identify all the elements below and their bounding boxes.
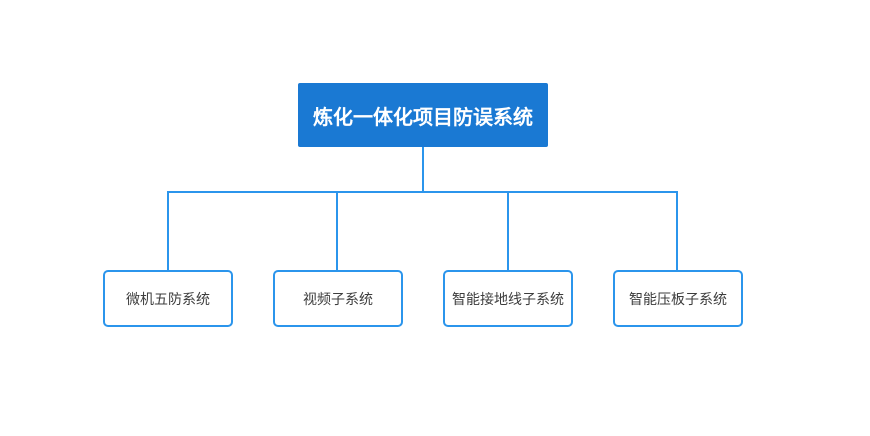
tree-node-label: 智能压板子系统 [629, 290, 727, 307]
tree-node-wjwf-system[interactable]: 微机五防系统 [103, 270, 233, 327]
tree-node-label: 智能接地线子系统 [452, 290, 564, 307]
connector-bus-line [167, 191, 678, 193]
connector-drop-child-4 [676, 192, 678, 270]
tree-node-label: 视频子系统 [303, 290, 373, 307]
tree-node-pressplate-subsystem[interactable]: 智能压板子系统 [613, 270, 743, 327]
tree-node-root-label: 炼化一体化项目防误系统 [313, 106, 533, 129]
tree-node-root[interactable]: 炼化一体化项目防误系统 [298, 83, 548, 147]
tree-node-grounding-subsystem[interactable]: 智能接地线子系统 [443, 270, 573, 327]
connector-drop-child-3 [507, 192, 509, 270]
tree-node-label: 微机五防系统 [126, 290, 210, 307]
connector-drop-child-1 [167, 192, 169, 270]
connector-drop-child-2 [336, 192, 338, 270]
tree-node-video-subsystem[interactable]: 视频子系统 [273, 270, 403, 327]
connector-root-drop [422, 147, 424, 193]
